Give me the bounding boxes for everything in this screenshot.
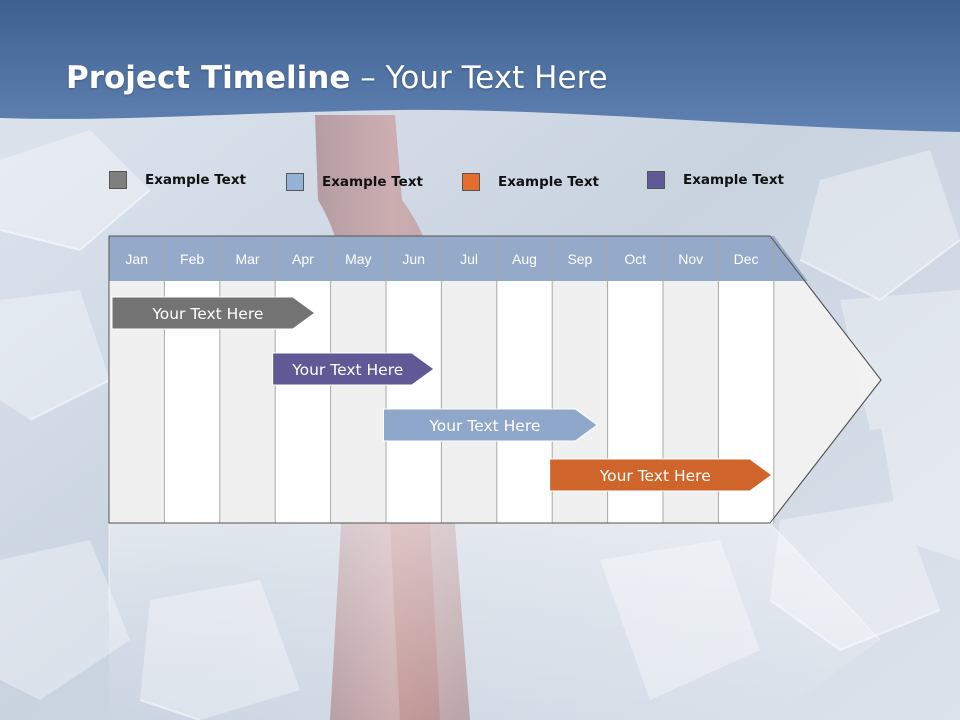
month-column: [441, 281, 497, 523]
task-bar[interactable]: Your Text Here: [111, 296, 316, 330]
legend-label: Example Text: [322, 174, 423, 190]
legend-item-2: Example Text: [286, 173, 423, 191]
month-label: Jun: [402, 251, 425, 267]
legend-swatch-light-blue: [286, 173, 304, 191]
task-bar-shape: [382, 408, 599, 442]
month-column: [386, 281, 442, 523]
title-rest: – Your Text Here: [350, 60, 608, 96]
legend-swatch-purple: [647, 171, 665, 189]
month-column: [330, 281, 386, 523]
title-bold: Project Timeline: [66, 60, 351, 96]
month-header-cell: [607, 236, 663, 281]
month-header-cell: [275, 236, 331, 281]
month-label: Nov: [678, 251, 703, 267]
task-bar-shape: [272, 352, 435, 386]
task-bar-label: Your Text Here: [599, 467, 711, 485]
legend-item-1: Example Text: [109, 171, 246, 189]
task-bar[interactable]: Your Text Here: [272, 352, 435, 386]
task-bar-label: Your Text Here: [151, 305, 263, 323]
month-header-cell: [164, 236, 220, 281]
month-header-cell: [663, 236, 719, 281]
month-header-cell: [552, 236, 608, 281]
legend-label: Example Text: [498, 174, 599, 190]
task-bar[interactable]: Your Text Here: [549, 458, 773, 492]
slide-title: Project Timeline – Your Text Here: [66, 60, 608, 96]
month-label: Jul: [460, 251, 478, 267]
month-label: May: [345, 251, 371, 267]
month-label: Feb: [180, 251, 204, 267]
month-label: Sep: [567, 251, 592, 267]
task-bar[interactable]: Your Text Here: [382, 408, 599, 442]
task-bar-shape: [111, 296, 316, 330]
month-label: Oct: [624, 251, 646, 267]
month-label: Apr: [292, 251, 314, 267]
month-label: Jan: [125, 251, 148, 267]
month-label: Mar: [235, 251, 259, 267]
timeline-reflection: [109, 523, 880, 720]
month-label: Aug: [512, 251, 537, 267]
month-header-cell: [330, 236, 386, 281]
legend-item-3: Example Text: [462, 173, 599, 191]
legend-label: Example Text: [145, 172, 246, 188]
month-header-cell: [219, 236, 276, 281]
task-bar-label: Your Text Here: [291, 361, 403, 379]
month-label: Dec: [734, 251, 759, 267]
task-bar-label: Your Text Here: [428, 417, 540, 435]
month-header-cell: [496, 236, 553, 281]
header-arrow-tip: [773, 236, 808, 281]
timeline-arrow-outline: [108, 235, 882, 524]
legend-item-4: Example Text: [647, 171, 784, 189]
month-column: [496, 281, 553, 523]
legend-swatch-gray: [109, 171, 127, 189]
legend-swatch-orange: [462, 173, 480, 191]
month-header-cell: [386, 236, 442, 281]
month-header-cell: [441, 236, 497, 281]
legend-label: Example Text: [683, 172, 784, 188]
month-header-cell: [718, 236, 774, 281]
month-header-cell: [109, 236, 165, 281]
task-bar-shape: [549, 458, 773, 492]
